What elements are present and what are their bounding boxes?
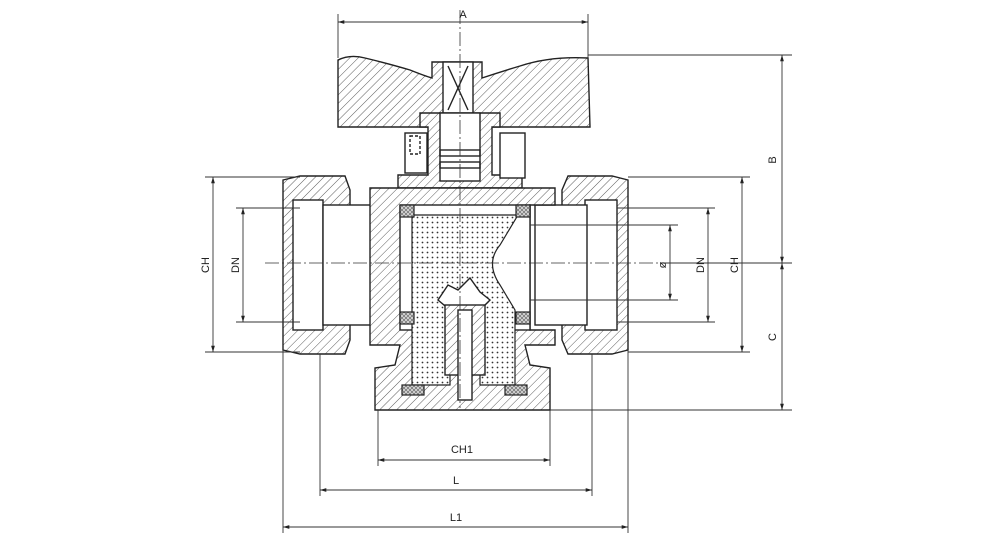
svg-text:CH: CH xyxy=(729,257,741,273)
svg-text:B: B xyxy=(767,156,779,163)
dimension-b-c: B C xyxy=(550,54,792,411)
dimension-bottom: CH1 L L1 xyxy=(282,350,629,533)
dimension-right: ø DN CH xyxy=(530,176,750,353)
svg-text:C: C xyxy=(767,333,779,341)
dimension-ch-dn-left: CH DN xyxy=(200,176,300,353)
svg-text:ø: ø xyxy=(657,261,669,268)
svg-text:L1: L1 xyxy=(450,512,462,524)
svg-text:A: A xyxy=(459,9,467,21)
dimension-a: A xyxy=(337,9,589,58)
svg-text:DN: DN xyxy=(230,257,242,273)
svg-text:CH: CH xyxy=(200,257,212,273)
svg-text:DN: DN xyxy=(695,257,707,273)
svg-text:L: L xyxy=(453,475,459,487)
svg-text:CH1: CH1 xyxy=(451,444,473,456)
